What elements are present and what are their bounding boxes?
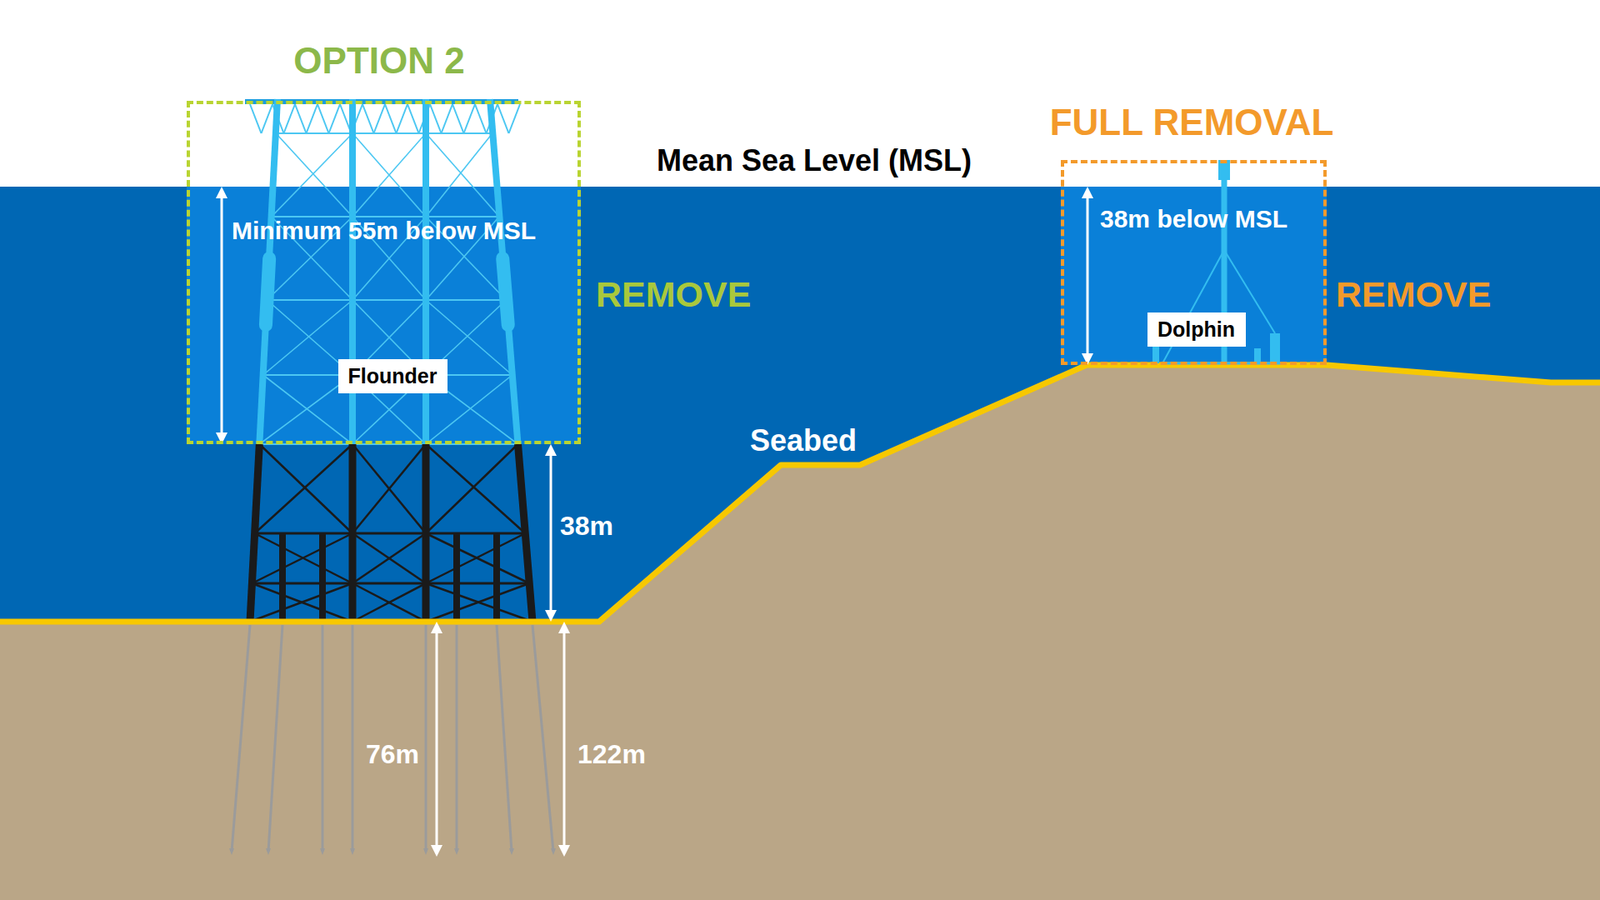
structure-label: Flounder [338, 359, 448, 394]
structure-label: Dolphin [1147, 312, 1246, 347]
structure-name: Dolphin [1157, 317, 1235, 342]
depth-note: 38m below MSL [1100, 205, 1288, 235]
dimension-arrows [215, 186, 1094, 857]
dolphin-structure [1152, 160, 1284, 364]
full-removal-zone-fill [1060, 186, 1327, 365]
remove-label: REMOVE [1335, 274, 1491, 315]
sea-level-label: Mean Sea Level (MSL) [656, 143, 972, 178]
removal-zone-box: FULL REMOVAL38m below MSLREMOVEDolphin [1060, 160, 1327, 365]
flounder-jacket [245, 99, 533, 622]
seabed-label: Seabed [750, 423, 857, 458]
option-heading: OPTION 2 [293, 40, 465, 83]
structure-name: Flounder [348, 364, 438, 389]
removal-zone-box: OPTION 2Minimum 55m below MSLREMOVEFloun… [186, 100, 581, 445]
dimension-label: 122m [577, 739, 646, 770]
option2-zone-fill [186, 186, 581, 445]
dimension-label: 38m [560, 510, 614, 542]
sea-water [0, 186, 1600, 900]
seabed-line [0, 365, 1600, 622]
seabed-ground [0, 365, 1600, 900]
dimension-label: 76m [365, 739, 420, 770]
depth-note: Minimum 55m below MSL [231, 216, 536, 246]
piles [229, 625, 556, 855]
remove-label: REMOVE [595, 274, 751, 315]
option-heading: FULL REMOVAL [1050, 101, 1335, 145]
